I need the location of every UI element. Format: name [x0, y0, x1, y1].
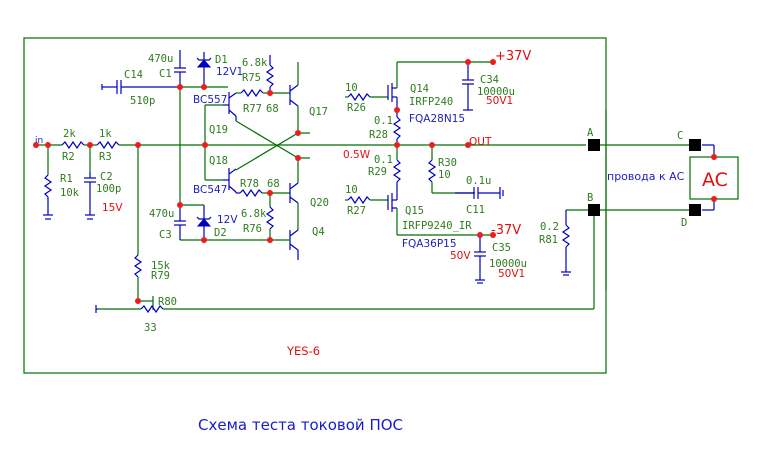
board-label: YES-6: [286, 344, 320, 358]
label-r75-value: 6.8k: [242, 57, 268, 69]
label-c35-rating: 50V1: [498, 268, 525, 280]
driver-stage: [174, 55, 310, 260]
label-r78-ref: R78: [240, 178, 259, 190]
terminal-c: [689, 139, 701, 151]
label-c11-ref: C11: [466, 204, 485, 216]
upper-bias: [101, 50, 228, 205]
label-r28-value: 0.1: [374, 115, 393, 127]
label-q19: Q19: [209, 124, 228, 136]
label-q18: Q18: [209, 155, 228, 167]
label-q17: Q17: [309, 106, 328, 118]
label-r1-value: 10k: [60, 187, 80, 199]
label-c35-ref: C35: [492, 242, 511, 254]
label-c1-ref: C1: [159, 68, 172, 80]
label-out: OUT: [469, 136, 492, 148]
label-r26-value: 10: [345, 82, 358, 94]
label-q14-ref: Q14: [410, 83, 429, 95]
label-r30-value: 10: [438, 169, 451, 181]
label-terminal-a: A: [587, 127, 594, 139]
label-r26-ref: R26: [347, 102, 366, 114]
label-c1-value: 470u: [148, 53, 173, 65]
label-r77-value: 68: [266, 103, 279, 115]
label-c14-ref: C14: [124, 69, 143, 81]
label-d2-ref: D2: [214, 227, 227, 239]
label-vpos: +37V: [495, 49, 531, 64]
label-r76-ref: R76: [243, 223, 262, 235]
label-r81-ref: R81: [539, 234, 558, 246]
label-r3-value: 1k: [99, 128, 112, 140]
label-c35-value: 10000u: [489, 258, 527, 270]
label-speaker-ac: AC: [702, 169, 728, 191]
label-q15-alt: FQA36P15: [402, 238, 457, 250]
label-c34-rating: 50V1: [486, 95, 513, 107]
terminal-a: [588, 139, 600, 151]
label-c2-value: 100p: [96, 183, 121, 195]
label-bc557: BC557: [193, 94, 227, 106]
output-terminals: [561, 110, 739, 290]
terminal-b: [588, 204, 600, 216]
label-q15-ref: Q15: [405, 205, 424, 217]
label-q14-part: IRFP240: [409, 96, 453, 108]
label-r27-ref: R27: [347, 205, 366, 217]
label-r29-ref: R29: [368, 166, 387, 178]
label-q4: Q4: [312, 226, 325, 238]
label-d2-value: 12V: [217, 214, 238, 226]
label-c3-value: 470u: [149, 208, 174, 220]
diagram-title: Схема теста токовой ПОС: [198, 416, 403, 434]
label-terminal-b: B: [587, 192, 593, 204]
label-r80-value: 33: [144, 322, 157, 334]
label-r28-ref: R28: [369, 129, 388, 141]
label-r79-value: 15k: [151, 260, 171, 272]
label-d1-ref: D1: [215, 54, 228, 66]
label-terminal-c: C: [677, 130, 683, 142]
label-terminal-d: D: [681, 217, 687, 229]
label-r79-ref: R79: [151, 270, 170, 282]
input-network: [36, 140, 595, 314]
label-r81-value: 0.2: [540, 221, 559, 233]
label-r3-ref: R3: [99, 151, 112, 163]
label-r27-value: 10: [345, 184, 358, 196]
label-r76-value: 6.8k: [241, 208, 267, 220]
label-wires-to-speaker: провода к АС: [607, 170, 685, 183]
label-r80-ref: R80: [158, 296, 177, 308]
label-c34-value: 10000u: [477, 86, 515, 98]
label-bc547: BC547: [193, 184, 227, 196]
label-0-5w: 0.5W: [343, 149, 371, 161]
label-q15-part: IRFP9240_IR: [402, 220, 472, 232]
label-c11-value: 0.1u: [466, 175, 491, 187]
junctions: [33, 59, 717, 304]
label-r77-ref: R77: [243, 103, 262, 115]
label-r75-ref: R75: [242, 72, 261, 84]
output-stage: [345, 61, 504, 284]
label-r29-value: 0.1: [374, 154, 393, 166]
label-r1-ref: R1: [60, 173, 73, 185]
label-c34-ref: C34: [480, 74, 499, 86]
label-r78-value: 68: [267, 178, 280, 190]
label-q14-alt: FQA28N15: [409, 113, 465, 125]
label-15v: 15V: [102, 202, 123, 214]
label-d1-value: 12V1: [216, 66, 243, 78]
label-in: in: [35, 136, 43, 146]
label-q20: Q20: [310, 197, 329, 209]
label-vneg: -37V: [491, 223, 521, 238]
label-r30-ref: R30: [438, 157, 457, 169]
label-c14-value: 510p: [130, 95, 155, 107]
label-c35-v: 50V: [450, 250, 471, 262]
label-c2-ref: C2: [100, 171, 113, 183]
label-r2-value: 2k: [63, 128, 76, 140]
terminal-d: [689, 204, 701, 216]
label-c3-ref: C3: [159, 229, 172, 241]
label-r2-ref: R2: [62, 151, 75, 163]
